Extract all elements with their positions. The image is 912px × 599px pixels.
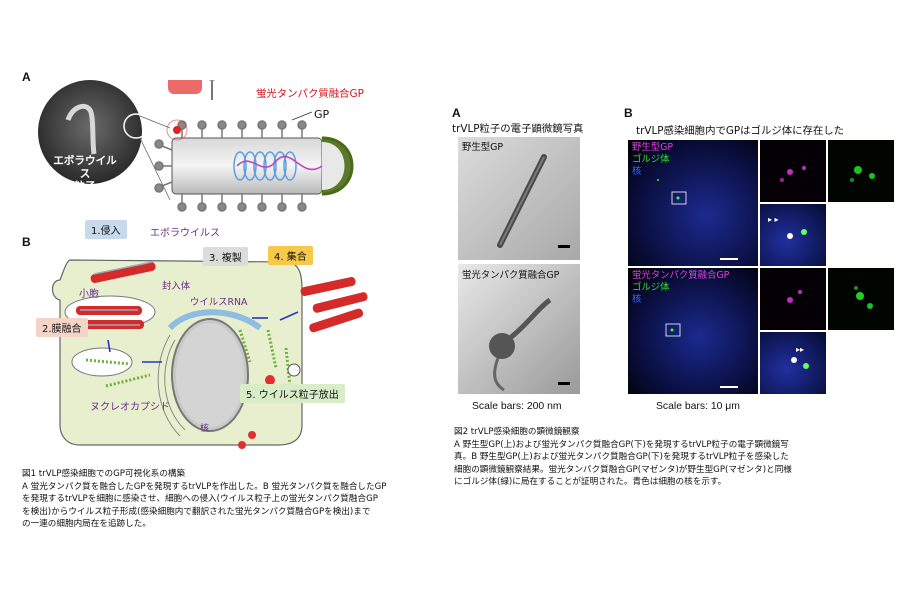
fig1-caption-title: 図1 trVLP感染細胞でのGP可視化系の構築: [22, 469, 186, 479]
em-ebola-filament: [65, 103, 97, 155]
fig1-caption-line: A 蛍光タンパク質を融合したGPを発現するtrVLPを作出した。B 蛍光タンパク…: [22, 481, 387, 492]
fusion-gp-dot: [173, 126, 181, 134]
conf-top-golgi-label: ゴルジ体: [632, 154, 670, 165]
conf-bottom-golgi-label: ゴルジ体: [632, 282, 670, 293]
fusion-gp-model: [168, 80, 216, 100]
confocal-top-green-zoom: [828, 140, 894, 202]
fig1-caption-line: の一連の細胞内局在を追跡した。: [22, 519, 151, 530]
virion-nucleocapsid: [233, 151, 297, 181]
conf-bottom-nucleus-label: 核: [632, 294, 642, 305]
label-vesicle: 小胞: [79, 289, 99, 300]
virion-body: [171, 137, 323, 195]
em-image-wild-type: [458, 137, 580, 260]
confocal-bottom-magenta-zoom: [760, 268, 826, 330]
fig2-panel-b-title: trVLP感染細胞内でGPはゴルジ体に存在した: [636, 125, 845, 137]
conf-top-gp-label: 野生型GP: [632, 142, 674, 153]
step-assembly: 4. 集合: [268, 246, 313, 265]
nucleocapsid-coils: [85, 329, 292, 388]
label-viral-rna: ウイルスRNA: [190, 297, 248, 308]
step-fusion: 2.膜融合: [36, 318, 88, 337]
inclusion-body-shape: [167, 309, 262, 331]
svg-text:▸▸: ▸▸: [796, 345, 804, 354]
confocal-bottom-merge-zoom: ▸▸: [760, 332, 826, 394]
step-entry: 1.侵入: [85, 220, 127, 239]
label-nucleocapsid: ヌクレオカプシド: [90, 402, 170, 413]
fusion-gp-label: 蛍光タンパク質融合GP: [256, 88, 364, 100]
em-ebola-circle: [38, 80, 142, 184]
fig1-panel-b-illustration: [51, 259, 368, 449]
fig1-panel-b-letter: B: [22, 235, 31, 249]
fig2-caption-line: 細胞の顕微鏡観察結果。蛍光タンパク質融合GP(マゼンタ)が野生型GP(マゼンタ)…: [454, 464, 792, 475]
confocal-top-magenta-zoom: [760, 140, 826, 202]
fig2-caption-line: にゴルジ体(緑)に局在することが証明された。青色は細胞の核を示す。: [454, 477, 727, 488]
fig2-caption-line: 真。B 野生型GP(上)および蛍光タンパク質融合GP(下)を発現するtrVLP粒…: [454, 452, 789, 463]
gp-label: GP: [314, 108, 330, 121]
em-bottom-label: 蛍光タンパク質融合GP: [462, 270, 560, 281]
virion-cores: [80, 261, 153, 326]
label-inclusion-body: 封入体: [162, 281, 191, 292]
fig1-caption-line: を発現するtrVLPを細胞に感染させ、細胞への侵入(ウイルス粒子上の蛍光タンパク…: [22, 494, 378, 505]
svg-text:▸ ▸: ▸ ▸: [768, 215, 779, 224]
confocal-top-main: [628, 140, 758, 266]
confocal-bottom-main: [628, 268, 758, 394]
fig1-caption: 図1 trVLP感染細胞でのGP可視化系の構築 A 蛍光タンパク質を融合したGP…: [22, 468, 442, 531]
em-zoom-circle: [123, 113, 149, 139]
fig2-panel-b-letter: B: [624, 106, 633, 120]
step-release: 5. ウイルス粒子放出: [240, 384, 345, 403]
scale-bar-a: Scale bars: 200 nm: [472, 401, 562, 412]
fig2-panel-a-letter: A: [452, 106, 461, 120]
ebola-particle-label: エボラウイルス 粒子: [53, 155, 117, 193]
confocal-top-merge-zoom: ▸ ▸: [760, 204, 826, 266]
fig2-panel-a-title: trVLP粒子の電子顕微鏡写真: [452, 123, 584, 135]
fig2-caption-line: A 野生型GP(上)および蛍光タンパク質融合GP(下)を発現するtrVLP粒子の…: [454, 439, 789, 450]
conf-bottom-gp-label: 蛍光タンパク質融合GP: [632, 270, 730, 281]
scale-bar-b: Scale bars: 10 μm: [656, 401, 740, 412]
step-replication: 3. 複製: [203, 247, 248, 266]
fig2-caption: 図2 trVLP感染細胞の顕微鏡観察 A 野生型GP(上)および蛍光タンパク質融…: [454, 426, 894, 489]
confocal-bottom-green-zoom: [828, 268, 894, 330]
fig2-caption-title: 図2 trVLP感染細胞の顕微鏡観察: [454, 427, 580, 437]
label-nucleus: 核: [200, 424, 210, 434]
fig1-panel-a-illustration: [38, 80, 354, 212]
em-top-label: 野生型GP: [462, 142, 504, 153]
process-arrows: [107, 311, 299, 363]
fig1-panel-a-letter: A: [22, 70, 31, 84]
fig1-caption-line: を検出)からウイルス粒子形成(感染細胞内で翻訳された蛍光タンパク質融合GPを検出…: [22, 506, 371, 517]
em-image-fusion-gp: [458, 264, 580, 394]
gp-spikes: [154, 120, 307, 212]
conf-top-nucleus-label: 核: [632, 166, 642, 177]
label-ebola-virus: エボラウイルス: [150, 228, 220, 239]
